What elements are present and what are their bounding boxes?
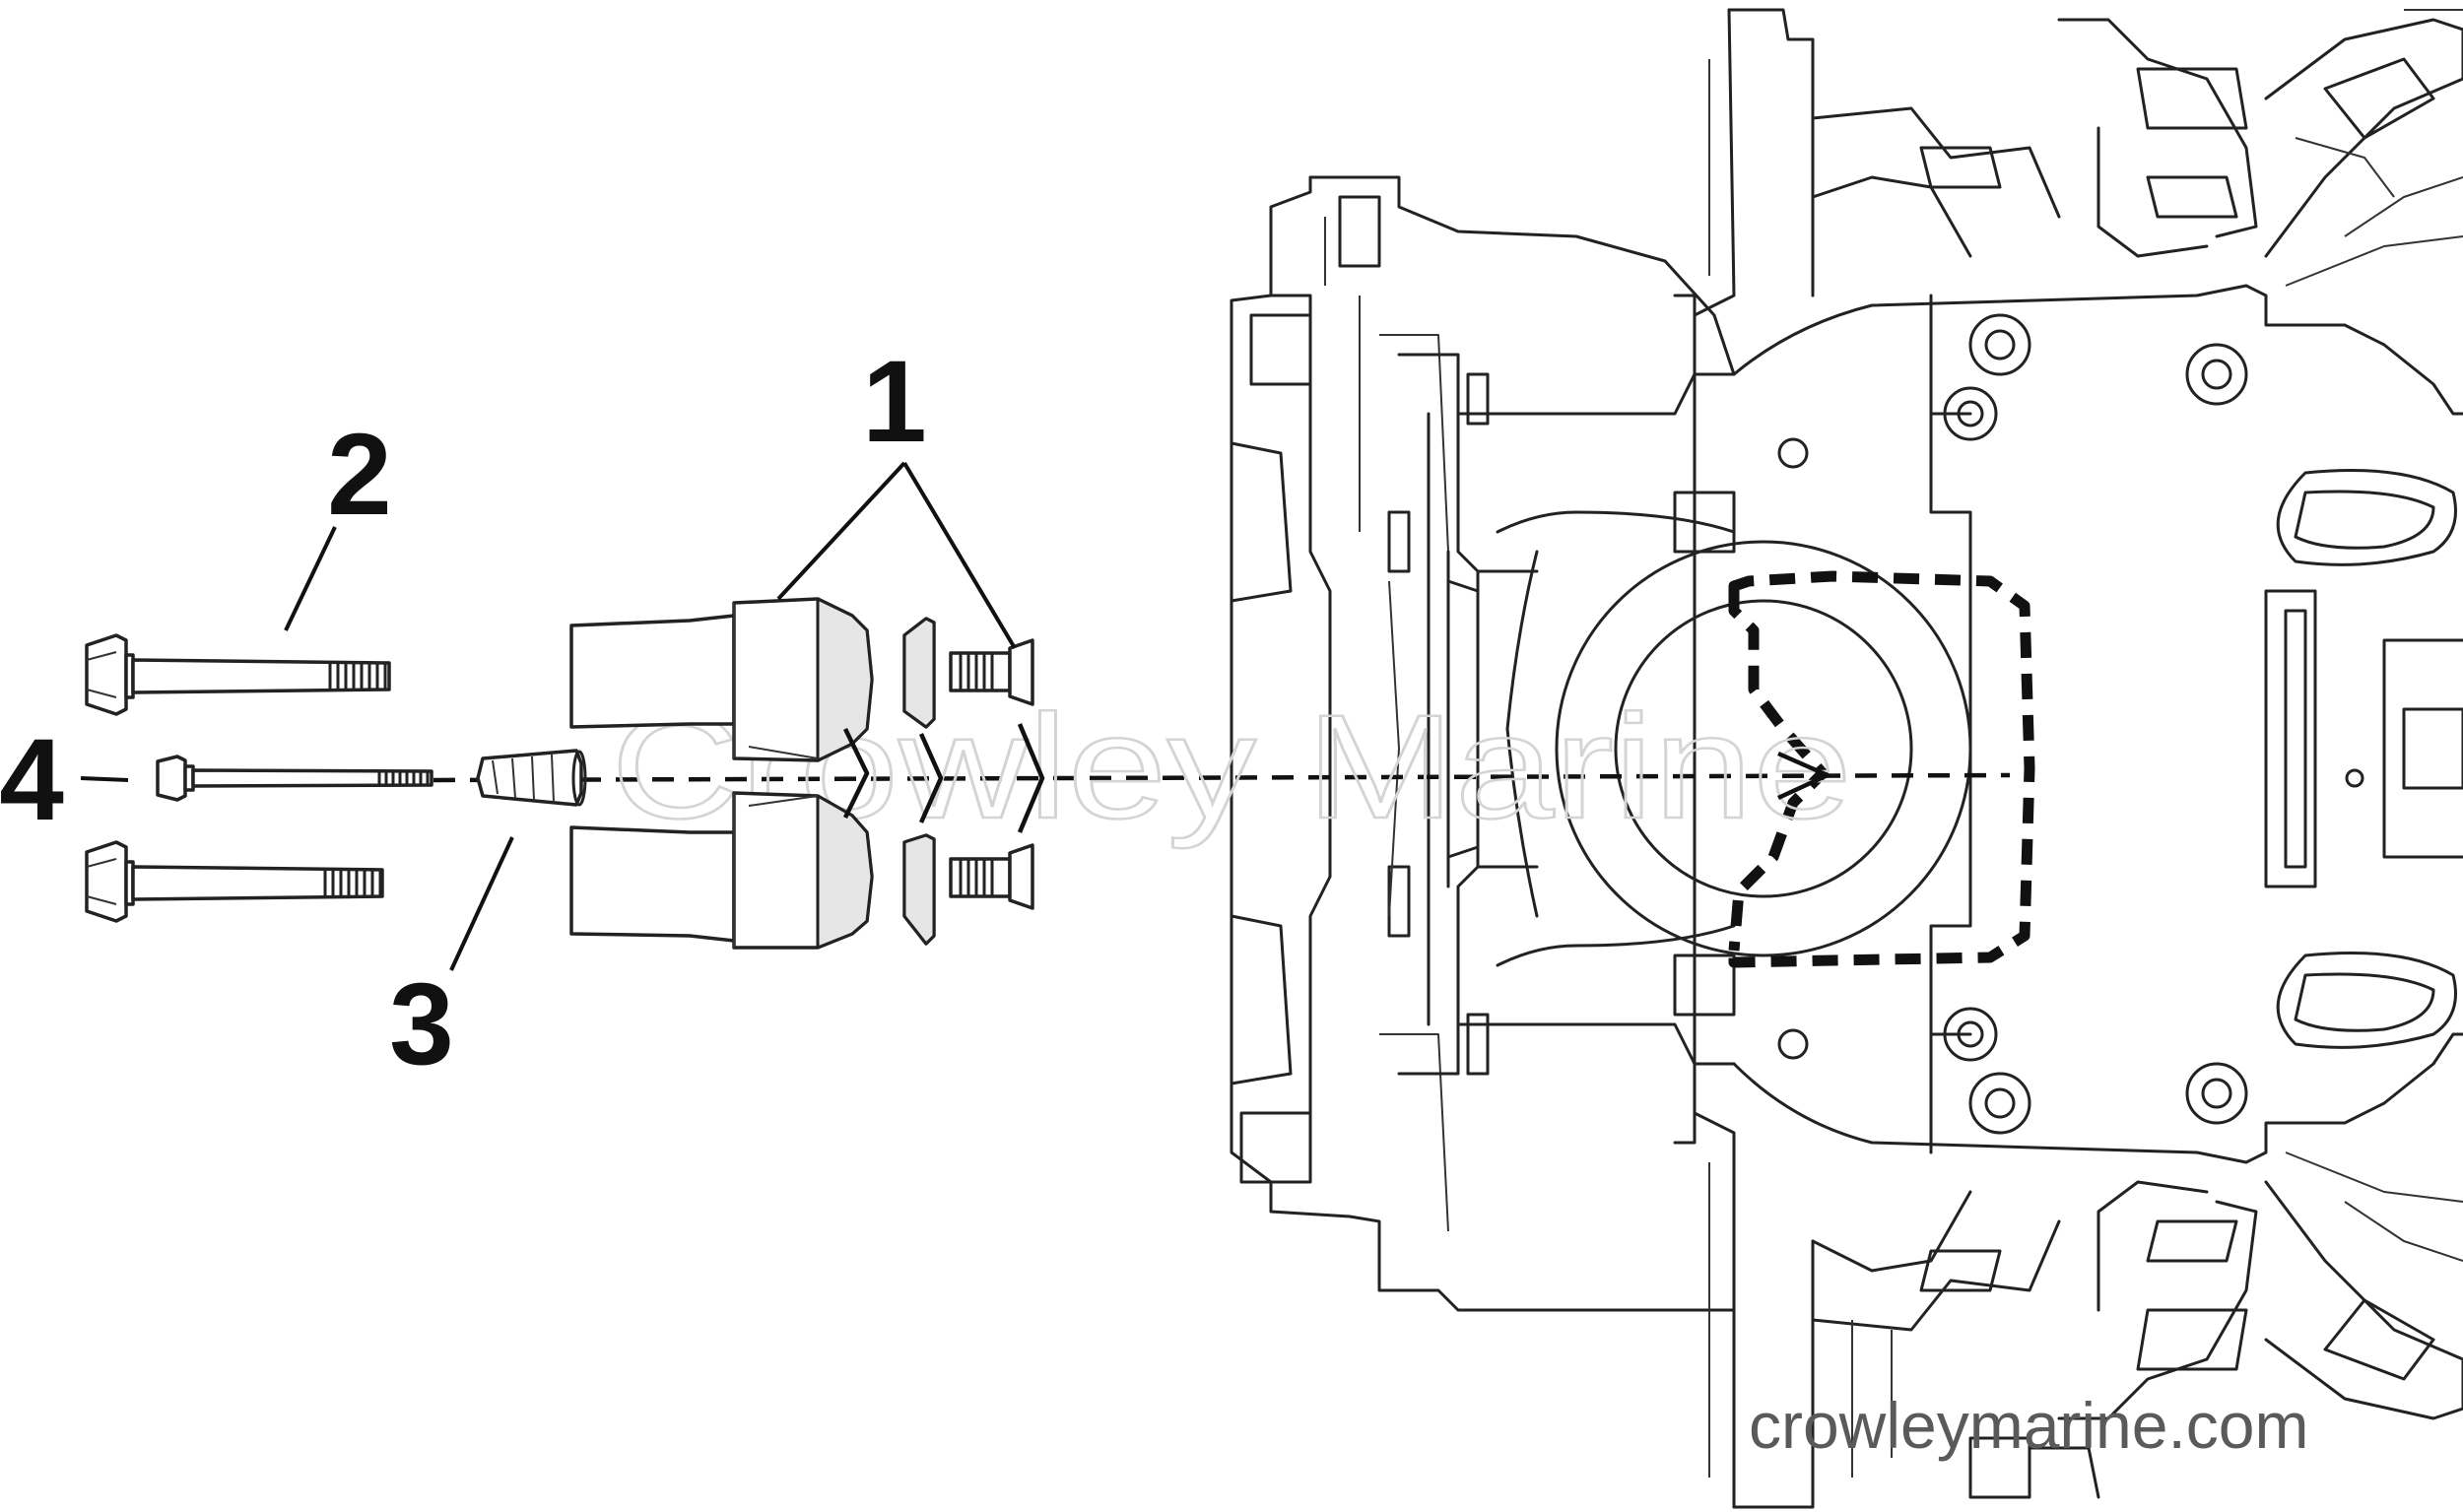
callout-4: 4	[0, 715, 64, 845]
insertion-chevrons	[842, 723, 1831, 833]
callout-1: 1	[862, 337, 927, 467]
item-1-lower-mount	[569, 791, 1034, 950]
leader-lines	[80, 461, 1017, 971]
assembly-centerline	[433, 772, 2011, 783]
adapter-housing	[1230, 8, 2463, 1509]
mount-position-outline	[1728, 570, 2035, 968]
item-1-upper-mount	[569, 597, 1034, 762]
leader-3	[449, 836, 514, 971]
item-2-bolt-upper	[85, 633, 391, 716]
callout-3: 3	[389, 959, 454, 1089]
item-2-bolt-lower	[85, 840, 384, 923]
callout-2: 2	[327, 410, 392, 540]
item-3-tapered-sleeve	[476, 749, 587, 807]
leader-2	[284, 526, 337, 631]
item-4-center-bolt	[156, 755, 433, 802]
leader-1-stud	[902, 461, 1017, 650]
site-label: crowleymarine.com	[1749, 1389, 2308, 1462]
leader-4	[80, 776, 129, 782]
leader-1-upper-mount	[776, 461, 906, 601]
